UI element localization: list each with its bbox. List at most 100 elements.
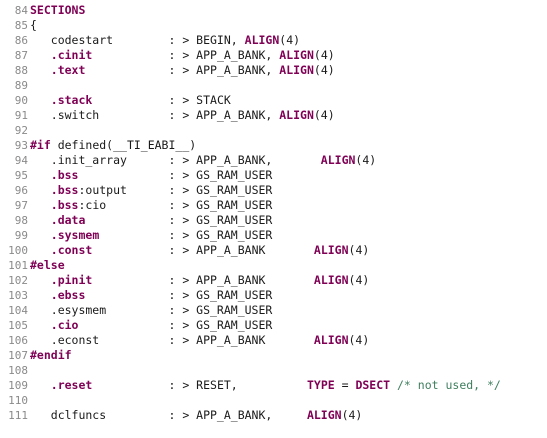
code-line[interactable]: 108 xyxy=(0,363,547,378)
code-token xyxy=(30,213,51,227)
code-line[interactable]: 93#if defined(__TI_EABI__) xyxy=(0,138,547,153)
code-line[interactable]: 100 .const : > APP_A_BANK ALIGN(4) xyxy=(0,243,547,258)
code-token: (4) xyxy=(313,63,335,77)
line-number: 108 xyxy=(8,364,28,377)
line-number: 110 xyxy=(8,394,28,407)
code-line[interactable]: 98 .data : > GS_RAM_USER xyxy=(0,213,547,228)
line-number: 104 xyxy=(8,304,28,317)
code-line[interactable]: 89 xyxy=(0,78,547,93)
code-keyword: .ebss xyxy=(50,288,86,302)
code-keyword: .const xyxy=(50,243,93,257)
code-token: (4) xyxy=(348,243,370,257)
code-line[interactable]: 87 .cinit : > APP_A_BANK, ALIGN(4) xyxy=(0,48,547,63)
code-line[interactable]: 110 xyxy=(0,393,547,408)
code-line[interactable]: 107#endif xyxy=(0,348,547,363)
code-token: .econst : > APP_A_BANK xyxy=(30,333,314,347)
code-keyword: ALIGN xyxy=(279,108,314,122)
code-token: = xyxy=(334,378,356,392)
code-text: codestart : > BEGIN, ALIGN(4) xyxy=(30,33,300,48)
code-text: .cinit : > APP_A_BANK, ALIGN(4) xyxy=(30,48,335,63)
code-token: .esysmem : > GS_RAM_USER xyxy=(30,303,273,317)
line-number: 88 xyxy=(14,64,28,77)
code-text: .text : > APP_A_BANK, ALIGN(4) xyxy=(30,63,335,78)
code-keyword: #if xyxy=(30,138,51,152)
code-comment: /* not used, */ xyxy=(390,378,501,392)
code-token xyxy=(30,228,51,242)
line-number: 91 xyxy=(14,109,28,122)
line-number: 85 xyxy=(14,19,28,32)
code-text: #endif xyxy=(30,348,72,363)
code-line[interactable]: 90 .stack : > STACK xyxy=(0,93,547,108)
code-token: : > GS_RAM_USER xyxy=(85,213,273,227)
code-token: : > RESET, xyxy=(92,378,307,392)
code-keyword: ALIGN xyxy=(313,243,349,257)
code-text: .const : > APP_A_BANK ALIGN(4) xyxy=(30,243,370,258)
code-line[interactable]: 111 dclfuncs : > APP_A_BANK, ALIGN(4) xyxy=(0,408,547,423)
code-token: : > GS_RAM_USER xyxy=(78,168,273,182)
code-text: .init_array : > APP_A_BANK, ALIGN(4) xyxy=(30,153,376,168)
code-line[interactable]: 85{ xyxy=(0,18,547,33)
line-number: 89 xyxy=(14,79,28,92)
code-keyword: ALIGN xyxy=(244,33,280,47)
code-text: .data : > GS_RAM_USER xyxy=(30,213,273,228)
code-token: : > STACK xyxy=(92,93,231,107)
code-text: .stack : > STACK xyxy=(30,93,231,108)
line-number: 86 xyxy=(14,34,28,47)
line-number: 111 xyxy=(8,409,28,422)
code-text: .pinit : > APP_A_BANK ALIGN(4) xyxy=(30,273,370,288)
code-keyword: ALIGN xyxy=(306,408,342,422)
line-number: 87 xyxy=(14,49,28,62)
code-token xyxy=(30,378,51,392)
code-token xyxy=(30,273,51,287)
code-token: dclfuncs : > APP_A_BANK, xyxy=(30,408,307,422)
code-keyword: ALIGN xyxy=(279,63,314,77)
code-token: :cio : > GS_RAM_USER xyxy=(78,198,273,212)
code-token: defined(__TI_EABI__) xyxy=(50,138,197,152)
line-number: 100 xyxy=(8,244,28,257)
code-line[interactable]: 91 .switch : > APP_A_BANK, ALIGN(4) xyxy=(0,108,547,123)
code-line[interactable]: 95 .bss : > GS_RAM_USER xyxy=(0,168,547,183)
code-text: .ebss : > GS_RAM_USER xyxy=(30,288,273,303)
code-token xyxy=(30,318,51,332)
line-number: 109 xyxy=(8,379,28,392)
code-token: (4) xyxy=(348,273,370,287)
code-token: .switch : > APP_A_BANK, xyxy=(30,108,280,122)
line-number: 105 xyxy=(8,319,28,332)
code-line[interactable]: 88 .text : > APP_A_BANK, ALIGN(4) xyxy=(0,63,547,78)
code-line[interactable]: 94 .init_array : > APP_A_BANK, ALIGN(4) xyxy=(0,153,547,168)
code-keyword: #endif xyxy=(30,348,72,362)
code-keyword: .cinit xyxy=(50,48,93,62)
code-line[interactable]: 92 xyxy=(0,123,547,138)
code-keyword: .text xyxy=(50,63,86,77)
code-token: (4) xyxy=(355,153,377,167)
code-line[interactable]: 103 .ebss : > GS_RAM_USER xyxy=(0,288,547,303)
code-token: : > GS_RAM_USER xyxy=(78,318,273,332)
code-line[interactable]: 106 .econst : > APP_A_BANK ALIGN(4) xyxy=(0,333,547,348)
code-token xyxy=(30,288,51,302)
code-token: (4) xyxy=(279,33,301,47)
code-text: .bss : > GS_RAM_USER xyxy=(30,168,273,183)
code-keyword: ALIGN xyxy=(313,333,349,347)
code-keyword: .bss xyxy=(50,168,79,182)
code-keyword: .bss xyxy=(50,183,79,197)
line-number: 98 xyxy=(14,214,28,227)
line-number: 106 xyxy=(8,334,28,347)
code-keyword: .stack xyxy=(50,93,93,107)
code-token: : > APP_A_BANK xyxy=(92,243,314,257)
line-number: 95 xyxy=(14,169,28,182)
code-line[interactable]: 101#else xyxy=(0,258,547,273)
code-line[interactable]: 99 .sysmem : > GS_RAM_USER xyxy=(0,228,547,243)
code-line[interactable]: 102 .pinit : > APP_A_BANK ALIGN(4) xyxy=(0,273,547,288)
code-token: : > APP_A_BANK, xyxy=(85,63,280,77)
code-line[interactable]: 105 .cio : > GS_RAM_USER xyxy=(0,318,547,333)
code-keyword: .bss xyxy=(50,198,79,212)
code-line[interactable]: 86 codestart : > BEGIN, ALIGN(4) xyxy=(0,33,547,48)
code-line[interactable]: 96 .bss:output : > GS_RAM_USER xyxy=(0,183,547,198)
code-line[interactable]: 97 .bss:cio : > GS_RAM_USER xyxy=(0,198,547,213)
line-number: 97 xyxy=(14,199,28,212)
code-token: (4) xyxy=(341,408,363,422)
code-line[interactable]: 109 .reset : > RESET, TYPE = DSECT /* no… xyxy=(0,378,547,393)
code-line[interactable]: 104 .esysmem : > GS_RAM_USER xyxy=(0,303,547,318)
